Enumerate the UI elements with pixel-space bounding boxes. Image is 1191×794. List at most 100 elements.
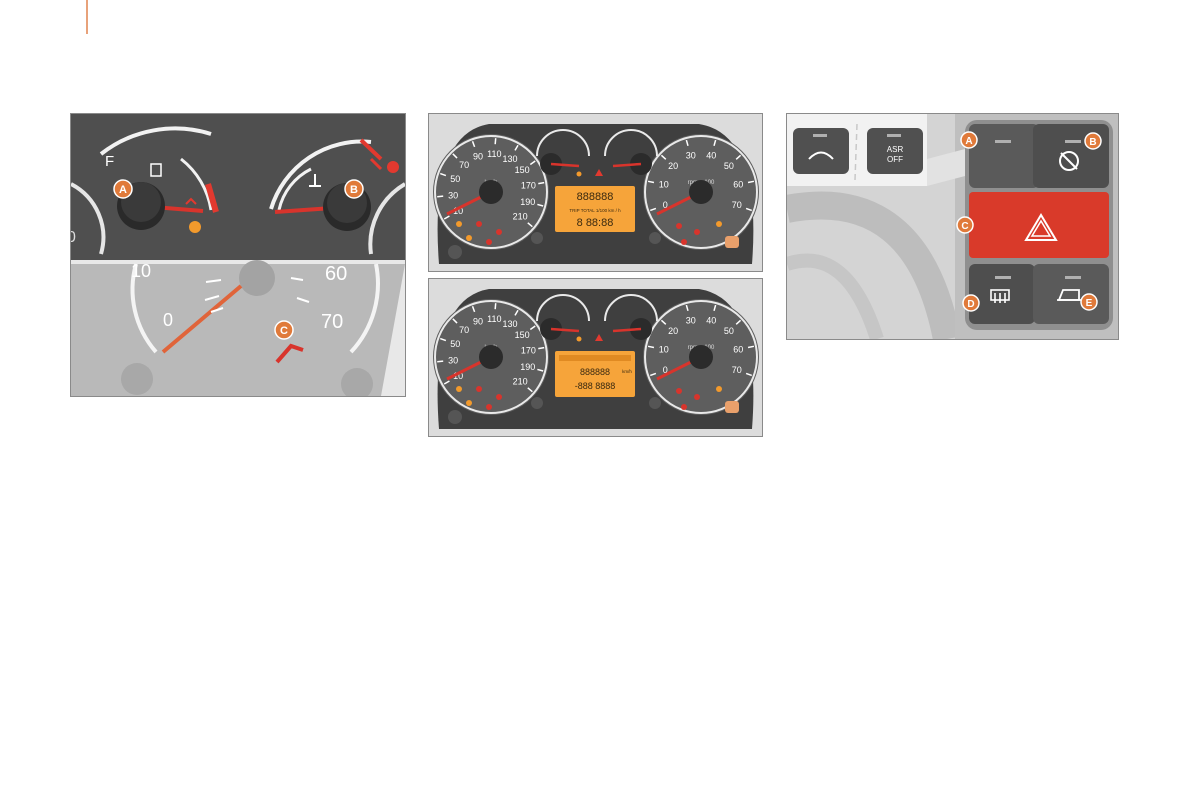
- speedometer-tick-label: 190: [520, 197, 535, 207]
- warning-lamp: [486, 404, 492, 410]
- tachometer-tick-label: 40: [706, 315, 716, 325]
- speedometer-tick-label: 30: [448, 190, 458, 200]
- tachometer-tick: [735, 154, 742, 160]
- speedometer-tick: [538, 346, 545, 350]
- speedometer-tick-label: 70: [459, 160, 469, 170]
- lcd-bargraph: [559, 355, 631, 361]
- warning-lamp: [456, 221, 462, 227]
- tachometer-tick-label: 60: [733, 344, 743, 354]
- trip-reset-button: [448, 410, 462, 424]
- speedometer-tick: [437, 195, 444, 198]
- low-fuel-lamp: [576, 336, 582, 342]
- speedometer-tick-label: 90: [473, 151, 483, 161]
- tachometer-tick-label: 50: [724, 326, 734, 336]
- needle-hub: [239, 260, 275, 296]
- warning-lamp: [676, 223, 682, 229]
- speedometer-tick: [494, 138, 497, 145]
- switch-panel-illustration: ASR OFF A B C D E: [787, 114, 1118, 339]
- speedometer-tick: [538, 181, 545, 185]
- speed-label-10: 10: [131, 261, 151, 281]
- tachometer-tick-label: 0: [663, 200, 668, 210]
- tachometer-tick: [745, 372, 752, 377]
- tachometer-tick-label: 20: [668, 161, 678, 171]
- temperature-warning-icon: [275, 343, 304, 364]
- tachometer-hub: [689, 345, 713, 369]
- speedometer-tick-label: 10: [453, 206, 463, 216]
- speedometer-tick: [452, 153, 458, 159]
- temp-gauge-needle: [612, 162, 642, 168]
- speedometer-tick-label: 170: [521, 180, 536, 190]
- fuel-gauge-needle: [550, 327, 580, 333]
- off-label: OFF: [887, 155, 903, 164]
- coolant-temp-icon: [309, 174, 321, 187]
- speed-label-0: 0: [163, 310, 173, 330]
- speedometer-tick: [494, 303, 497, 310]
- speedometer-tick: [452, 318, 458, 324]
- tachometer-tick-label: 70: [732, 200, 742, 210]
- fuel-gauge-arc: [536, 294, 590, 322]
- coolant-warning-lamp: [387, 161, 399, 173]
- svg-text:E: E: [1086, 298, 1093, 309]
- low-fuel-lamp: [576, 171, 582, 177]
- gauges-illustration: 0 F 10 0: [71, 114, 405, 396]
- tachometer-tick: [660, 319, 667, 325]
- svg-text:B: B: [1089, 137, 1096, 148]
- tachometer-rim: [644, 300, 758, 414]
- tachometer-tick: [685, 304, 689, 311]
- warning-triangle-icon: [595, 334, 603, 341]
- switch-panel-figure: ASR OFF A B C D E: [786, 113, 1119, 340]
- warning-lamp: [496, 394, 502, 400]
- speed-label-70: 70: [321, 311, 343, 333]
- switch-callout-e: E: [1080, 293, 1098, 311]
- tachometer-tick-label: 30: [686, 315, 696, 325]
- hill-start-switch: [793, 128, 849, 174]
- tachometer-tick-label: 40: [706, 150, 716, 160]
- lcd-display: [555, 351, 635, 397]
- tachometer-tick: [747, 345, 755, 349]
- fuel-gauge-needle: [550, 162, 580, 168]
- lcd-row-2: TRIP TOTAL 1/100 km / h: [569, 208, 621, 213]
- warning-lamp: [681, 239, 687, 245]
- speedometer-tick-label: 210: [513, 211, 528, 221]
- warning-lamp: [476, 221, 482, 227]
- speedometer-tick: [529, 160, 536, 166]
- fuel-pump-icon: [150, 163, 162, 177]
- speedometer-tick: [514, 309, 519, 316]
- lcd-row-2: -888 8888: [575, 381, 616, 391]
- warning-lamp: [676, 388, 682, 394]
- speedometer-tick-label: 90: [473, 316, 483, 326]
- speedometer-tick: [437, 360, 444, 363]
- svg-text:C: C: [961, 221, 968, 232]
- warning-triangle-icon: [595, 169, 603, 176]
- setting-button: [649, 232, 661, 244]
- speed-needle: [161, 284, 243, 354]
- gauges-figure: 0 F 10 0: [70, 113, 406, 397]
- speedometer-tick-label: 150: [515, 165, 530, 175]
- speedometer-tick: [471, 306, 476, 313]
- warning-lamp: [716, 386, 722, 392]
- tachometer-tick: [735, 319, 742, 325]
- airbag-off-icon: [1059, 151, 1079, 171]
- tachometer-tick: [650, 207, 657, 212]
- dimmer-button: [531, 232, 543, 244]
- speedometer-rim: [434, 135, 548, 249]
- tachometer-tick-label: 60: [733, 179, 743, 189]
- coolant-hot-icon: [369, 157, 383, 171]
- warning-lamp: [476, 386, 482, 392]
- dimmer-button: [531, 397, 543, 409]
- tachometer-tick-label: 10: [659, 179, 669, 189]
- speedometer-tick: [440, 337, 447, 342]
- fuel-reserve-icon: [185, 197, 197, 205]
- page-margin-bar: [86, 0, 88, 34]
- callout-a: A: [113, 179, 133, 199]
- speedometer-tick-label: 50: [450, 174, 460, 184]
- switch-d: [969, 264, 1035, 324]
- lcd-unit: km/h: [622, 369, 632, 374]
- lcd-row-1: 888888: [580, 367, 610, 377]
- temp-gauge-needle: [612, 327, 642, 333]
- warning-lamp: [456, 386, 462, 392]
- speedometer-tick: [443, 215, 450, 220]
- speedometer-tick-label: 210: [513, 376, 528, 386]
